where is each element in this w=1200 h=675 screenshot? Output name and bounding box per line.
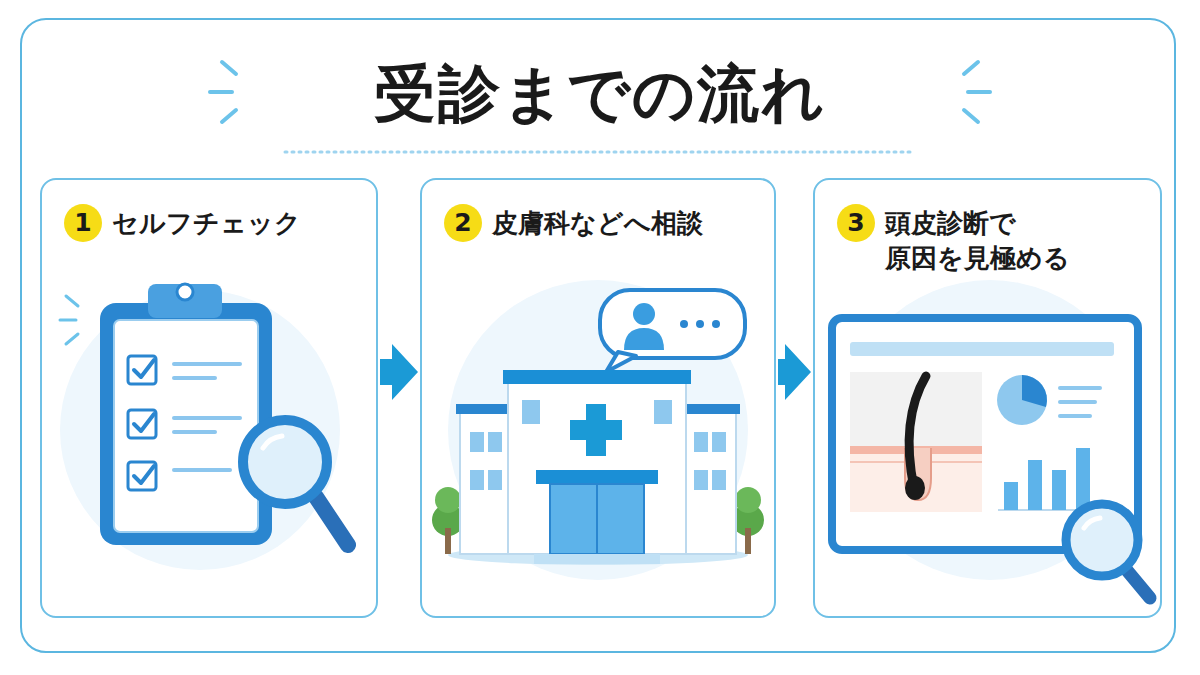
flow-arrow <box>778 344 811 400</box>
step-heading: 皮膚科などへ相談 <box>492 206 762 241</box>
step-heading: 頭皮診断で 原因を見極める <box>885 206 1095 276</box>
step-heading: セルフチェック <box>112 206 362 241</box>
flow-arrow <box>380 344 418 400</box>
step-panel: 1 セルフチェック <box>40 178 378 618</box>
step-panel: 2 皮膚科などへ相談 <box>420 178 776 618</box>
step-number: 3 <box>837 204 875 242</box>
step-panel: 3 頭皮診断で 原因を見極める <box>813 178 1162 618</box>
diagram-title: 受診までの流れ <box>0 52 1200 136</box>
step-number: 2 <box>444 204 482 242</box>
step-number: 1 <box>64 204 102 242</box>
